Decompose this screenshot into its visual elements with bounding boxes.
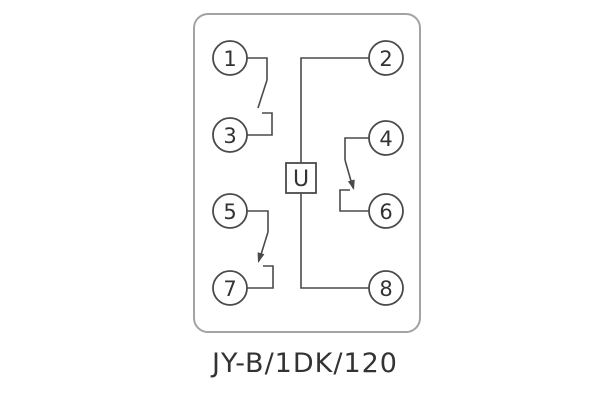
terminal-6-label: 6 [379,200,392,224]
terminal-2-circle [368,40,404,76]
wire-terminal-4-lead [344,137,369,160]
terminal-3-label: 3 [223,124,236,148]
terminal-6-circle [368,193,404,229]
wire-terminal-6-lead [339,189,369,212]
wire-terminal-5-lead [247,210,269,232]
terminal-1-circle [212,40,248,76]
terminal-3-circle [212,117,248,153]
contact-arrow-4-6-icon [347,179,355,190]
wire-coil-to-terminal-8 [300,193,369,289]
contact-blade-1-3 [257,79,268,109]
wire-terminal-3-lead [247,112,273,136]
relay-case-outline [193,13,421,333]
terminal-5-label: 5 [223,200,236,224]
terminal-4-circle [368,120,404,156]
terminal-5-circle [212,193,248,229]
wire-coil-to-terminal-2 [300,57,369,163]
terminal-2-label: 2 [379,47,392,71]
terminal-7-label: 7 [223,277,236,301]
wire-terminal-1-lead [247,57,268,80]
model-title: JY-B/1DK/120 [210,348,398,379]
wire-terminal-7-lead [247,265,274,289]
terminal-8-circle [368,270,404,306]
terminal-8-label: 8 [379,277,392,301]
terminal-4-label: 4 [379,127,392,151]
terminal-7-circle [212,270,248,306]
coil-box [285,162,317,194]
contact-arrow-5-7-icon [257,252,265,263]
coil-label: U [293,167,309,192]
terminal-1-label: 1 [223,47,236,71]
